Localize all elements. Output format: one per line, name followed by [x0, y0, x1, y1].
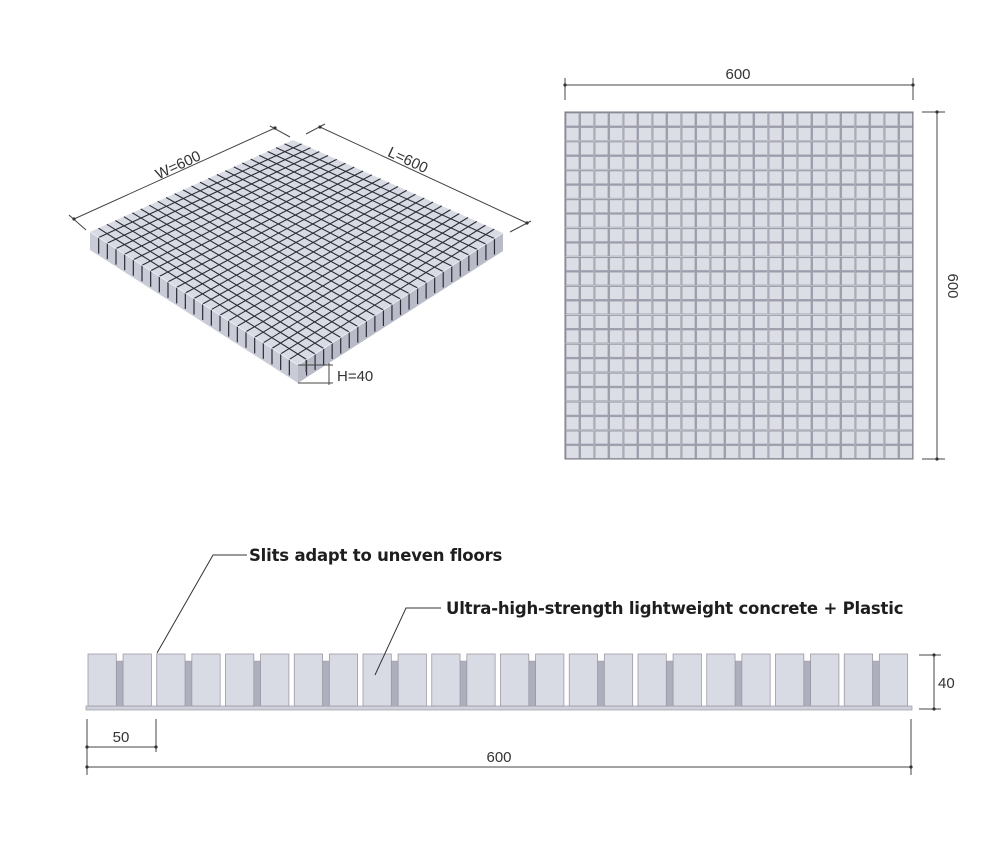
top-height-dimension: 600 — [922, 110, 961, 461]
total-width-dimension: 600 — [85, 719, 913, 775]
section-blocks — [85, 653, 913, 711]
total-width-label: 600 — [486, 749, 511, 766]
top-view-grid — [564, 111, 914, 460]
callout-material: Ultra-high-strength lightweight concrete… — [374, 599, 903, 676]
height-label: H=40 — [337, 368, 373, 385]
width-label: W=600 — [153, 148, 204, 184]
pitch-dimension: 50 — [85, 719, 158, 775]
top-width-label: 600 — [725, 66, 750, 83]
section-height-label: 40 — [938, 675, 955, 692]
pitch-label: 50 — [113, 729, 130, 746]
callout-slits-text: Slits adapt to uneven floors — [249, 546, 503, 565]
length-label: L=600 — [385, 144, 430, 177]
height-dimension: H=40 — [298, 360, 373, 385]
callout-slits: Slits adapt to uneven floors — [156, 546, 503, 654]
top-height-label: 600 — [944, 273, 961, 298]
callout-material-text: Ultra-high-strength lightweight concrete… — [446, 599, 903, 618]
section-height-dimension: 40 — [919, 653, 955, 711]
top-view: 600 600 — [563, 66, 961, 461]
top-width-dimension: 600 — [563, 66, 915, 100]
isometric-view: W=600 L=600 H=40 — [68, 123, 532, 385]
section-view: Slits adapt to uneven floors Ultra-high-… — [85, 546, 955, 775]
isometric-slab — [89, 140, 504, 383]
